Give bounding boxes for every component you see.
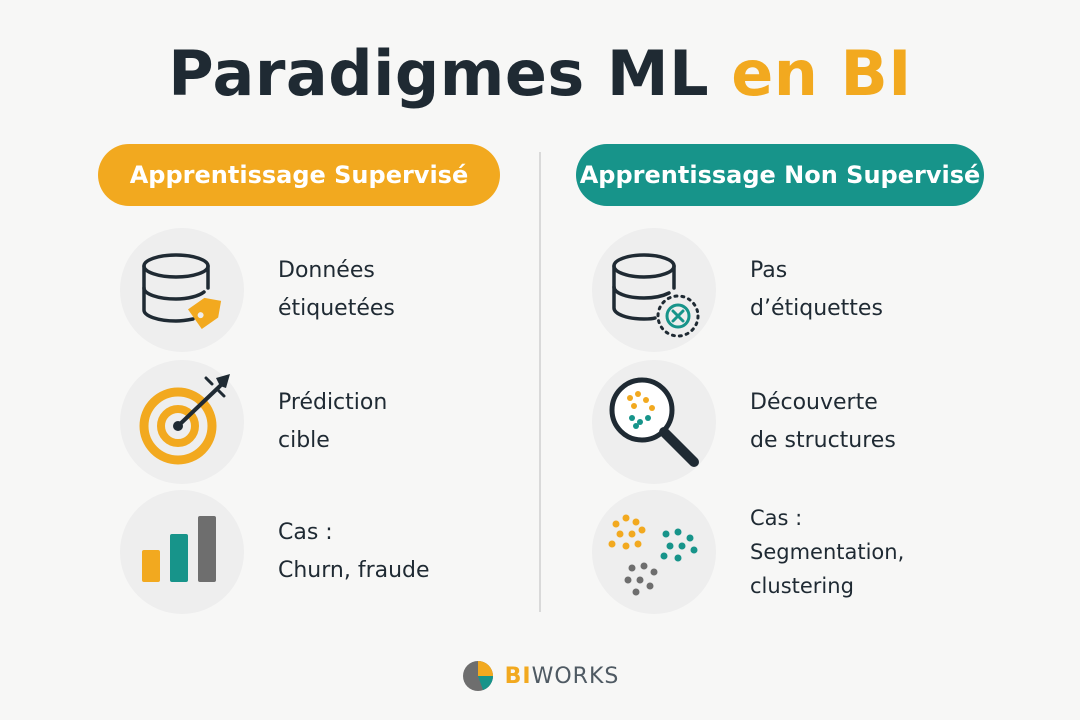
database-tag-icon: [120, 228, 244, 352]
unsupervised-item-no-labels: Pas d’étiquettes: [592, 228, 972, 352]
supervised-item-label: Cas : Churn, fraude: [278, 520, 430, 583]
unsupervised-item-discovery: Découverte de structures: [592, 360, 972, 484]
unsupervised-item-label: Cas : Segmentation, clustering: [750, 506, 905, 598]
supervised-item-label: Données étiquetées: [278, 258, 395, 321]
unsupervised-heading: Apprentissage Non Supervisé: [576, 144, 984, 206]
unsupervised-item-label: Pas d’étiquettes: [750, 258, 883, 321]
supervised-item-label: Prédiction cible: [278, 390, 388, 453]
clusters-icon: [592, 490, 716, 614]
title-main: Paradigmes ML: [168, 37, 710, 110]
supervised-item-cases: Cas : Churn, fraude: [120, 490, 480, 614]
biworks-logo-icon: [462, 661, 493, 691]
column-divider: [539, 152, 541, 612]
supervised-heading: Apprentissage Supervisé: [98, 144, 500, 206]
page-title: Paradigmes ML en BI: [0, 34, 1080, 114]
bar-chart-icon: [120, 490, 244, 614]
target-icon: [120, 360, 244, 484]
unsupervised-item-label: Découverte de structures: [750, 390, 896, 453]
footer-brand: BIWORKS: [0, 656, 1080, 696]
brand-name: BIWORKS: [504, 663, 620, 689]
magnifier-icon: [592, 360, 716, 484]
unsupervised-item-cases: Cas : Segmentation, clustering: [592, 490, 972, 614]
title-accent: en BI: [731, 37, 912, 110]
database-x-icon: [592, 228, 716, 352]
supervised-item-labeled-data: Données étiquetées: [120, 228, 480, 352]
supervised-item-prediction: Prédiction cible: [120, 360, 480, 484]
